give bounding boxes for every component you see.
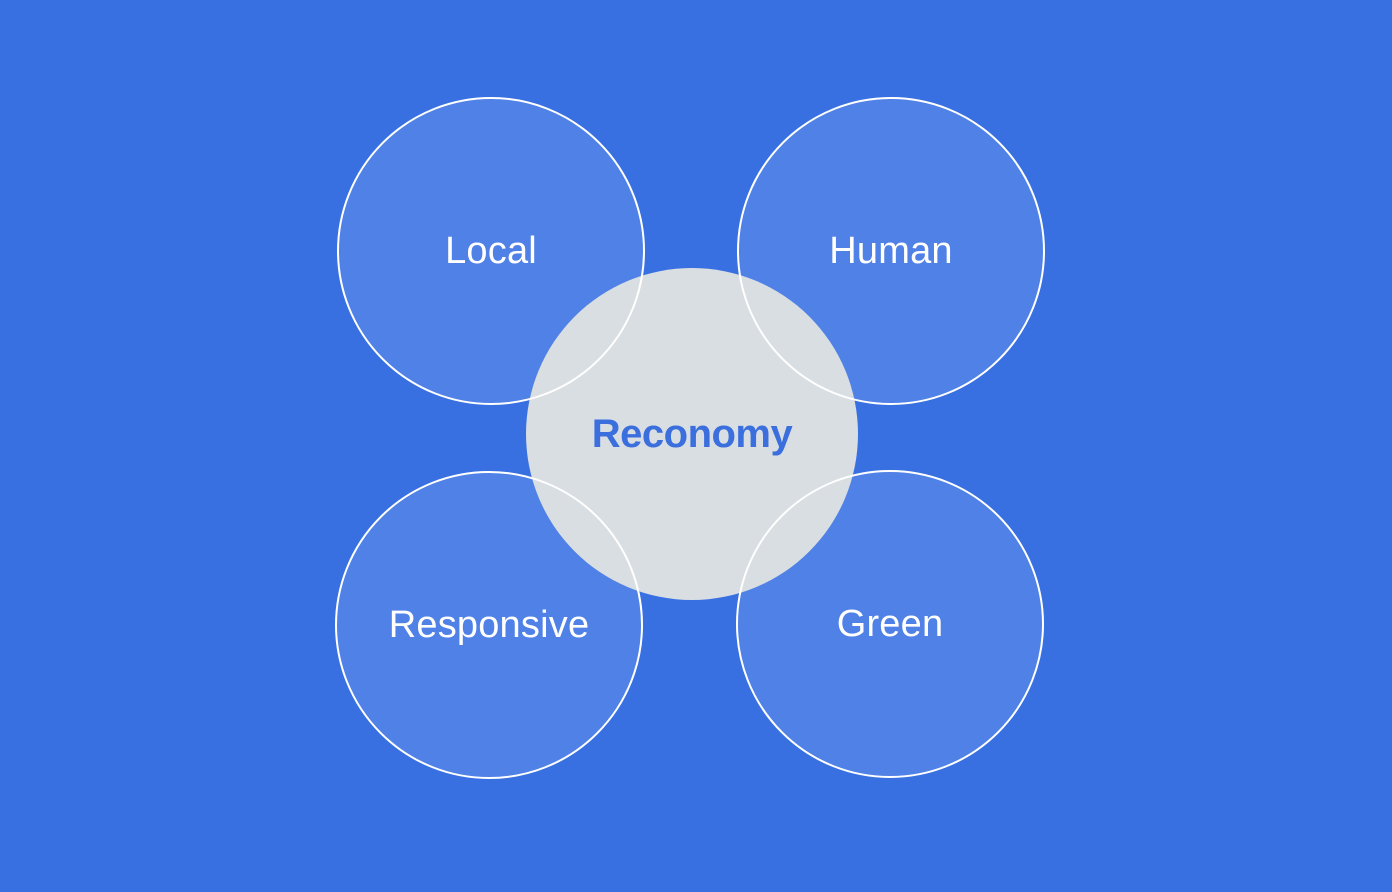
center-label: Reconomy — [591, 411, 793, 456]
node-circle-human: Human — [737, 97, 1045, 405]
node-label-green: Green — [836, 602, 944, 645]
node-label-responsive: Responsive — [388, 603, 590, 646]
node-circle-responsive: Responsive — [335, 471, 643, 779]
node-label-local: Local — [445, 229, 537, 272]
node-circle-local: Local — [337, 97, 645, 405]
node-circle-green: Green — [736, 470, 1044, 778]
node-label-human: Human — [829, 229, 953, 272]
